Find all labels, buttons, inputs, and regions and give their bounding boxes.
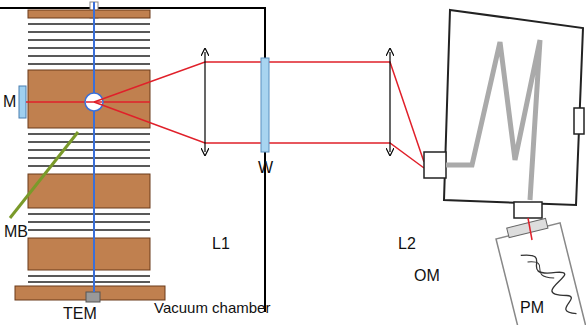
monochromator <box>424 10 584 218</box>
tem-detector <box>86 292 100 302</box>
electrode-plate <box>28 23 150 25</box>
lens-label: L1 <box>212 236 230 252</box>
electrode-plate <box>28 47 150 49</box>
lens-label: L2 <box>398 236 416 252</box>
electrode-plate <box>28 213 150 215</box>
electrode-plate <box>28 229 150 231</box>
electrode-plate <box>28 133 150 135</box>
photomultiplier <box>494 215 586 325</box>
vacuum-chamber-wall <box>0 8 265 312</box>
electrode-plate <box>28 63 150 65</box>
lens-l1 <box>204 52 205 152</box>
monochromator-label: OM <box>414 268 440 284</box>
tube-axis <box>93 2 95 292</box>
electrode-plate <box>28 31 150 33</box>
electrode-plate <box>28 165 150 167</box>
electrode-plate <box>28 39 150 41</box>
electrode-plate <box>28 281 150 283</box>
lens-l2 <box>389 52 390 152</box>
mirror-label: M <box>3 94 16 110</box>
electrode-plate <box>28 275 150 277</box>
electrode-plate <box>28 149 150 151</box>
ion-trap <box>15 2 165 302</box>
electrode-plate <box>28 221 150 223</box>
window-label: W <box>258 160 273 176</box>
detector-label: TEM <box>63 306 97 322</box>
beam-label: MB <box>4 224 28 240</box>
window <box>261 58 269 152</box>
electrode-plate <box>28 141 150 143</box>
molecular-beam <box>10 132 78 218</box>
mirror <box>19 86 26 118</box>
fluorescence-beam <box>94 62 424 168</box>
electrode-plate <box>28 157 150 159</box>
electrode-plate <box>28 55 150 57</box>
chamber-label: Vacuum chamber <box>154 300 270 315</box>
photomultiplier-label: PM <box>520 300 544 316</box>
